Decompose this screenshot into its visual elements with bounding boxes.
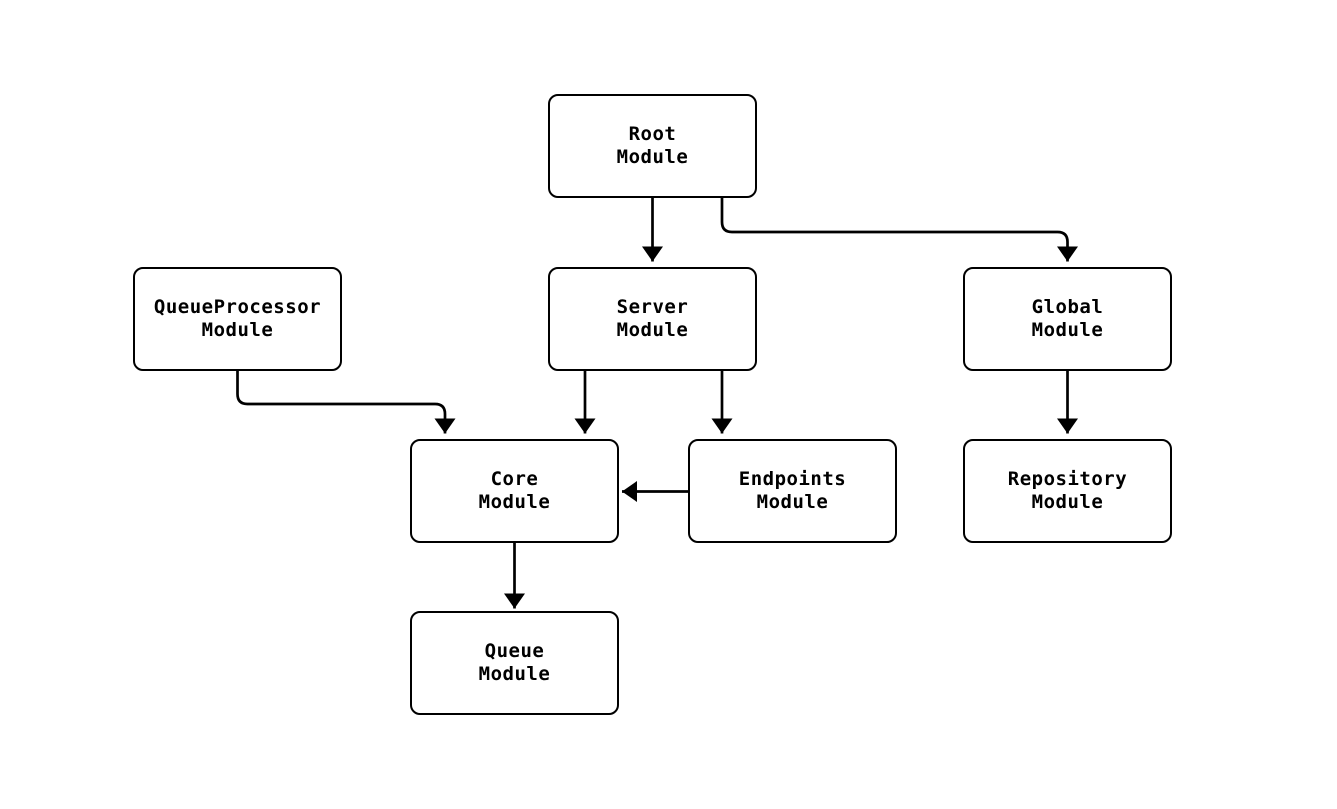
node-label-line2: Module [616, 319, 689, 341]
node-label-line2: Module [1031, 319, 1104, 341]
node-root-module: Root Module [548, 94, 757, 198]
node-label-line2: Module [1031, 491, 1104, 513]
node-label-line1: Queue [484, 640, 545, 662]
node-global-module: Global Module [963, 267, 1172, 371]
node-queueprocessor-module: QueueProcessor Module [133, 267, 342, 371]
node-queue-module: Queue Module [410, 611, 619, 715]
node-label-line1: QueueProcessor [153, 296, 322, 318]
node-label-line1: Root [628, 123, 677, 145]
node-repository-module: Repository Module [963, 439, 1172, 543]
node-label-line2: Module [478, 491, 551, 513]
node-label-line2: Module [616, 146, 689, 168]
node-label-line2: Module [201, 319, 274, 341]
node-core-module: Core Module [410, 439, 619, 543]
node-label-line2: Module [756, 491, 829, 513]
node-label-line1: Server [616, 296, 689, 318]
node-server-module: Server Module [548, 267, 757, 371]
edge-root-to-global [720, 198, 1078, 262]
node-label-line1: Repository [1007, 468, 1128, 490]
node-label-line2: Module [478, 663, 551, 685]
node-label-line1: Global [1031, 296, 1104, 318]
node-label-line1: Endpoints [738, 468, 847, 490]
edge-queueprocessor-to-core [236, 371, 456, 434]
node-endpoints-module: Endpoints Module [688, 439, 897, 543]
node-label-line1: Core [490, 468, 539, 490]
